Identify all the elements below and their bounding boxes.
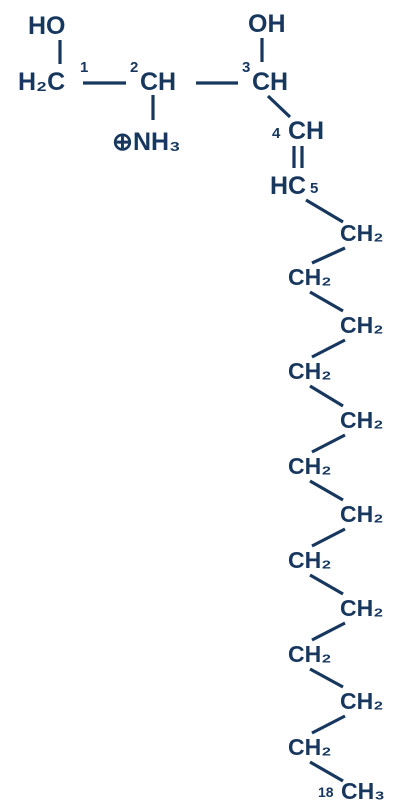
chain-ch2-label: CH₂ [288, 358, 331, 384]
chain-bond [309, 290, 344, 313]
chain-ch2-label: CH₂ [340, 688, 383, 714]
chain-ch2-label: CH₂ [288, 264, 331, 290]
bond-c3-c4 [266, 94, 292, 119]
chain-bond [311, 714, 346, 735]
chain-ch3-label: CH₃ [341, 778, 385, 804]
atom-ch-c4: CH [288, 117, 324, 145]
chain-bond [311, 621, 346, 642]
alkyl-chain: CH₂ CH₂ CH₂ CH₂ CH₂ CH₂ CH₂ CH₂ CH₂ CH₂ CH₂ CH₂ 18 CH… [288, 198, 385, 804]
locant-18: 18 [318, 784, 334, 800]
locant-3: 3 [242, 59, 250, 76]
atom-ch-c3: CH [252, 68, 288, 96]
atom-ch-c2: CH [140, 68, 176, 96]
chain-ch2-label: CH₂ [340, 595, 383, 621]
atom-h2c-c1: H₂C [18, 68, 65, 96]
chain-bond [309, 667, 344, 689]
chain-bond [311, 433, 346, 454]
chain-bond [311, 527, 346, 548]
chain-ch2-label: CH₂ [288, 453, 331, 479]
chain-ch2-label: CH₂ [340, 312, 383, 338]
chain-ch2-label: CH₂ [340, 407, 383, 433]
chain-bond [309, 573, 344, 596]
chain-ch2-label: CH₂ [288, 641, 331, 667]
chain-bond [311, 338, 346, 359]
chain-bond [311, 246, 346, 265]
chain-bond [305, 198, 344, 224]
atom-nh3: ⊕NH₃ [112, 128, 181, 156]
chain-bond [309, 760, 344, 783]
chain-ch2-label: CH₂ [288, 547, 331, 573]
chain-bond [309, 479, 344, 502]
chain-bond [309, 384, 344, 408]
atom-oh-c3: OH [248, 10, 286, 38]
locant-2: 2 [130, 59, 138, 76]
chain-ch2-label: CH₂ [288, 734, 331, 760]
chain-ch2-label: CH₂ [340, 501, 383, 527]
chain-ch2-label: CH₂ [340, 220, 383, 246]
atom-ho-c1: HO [28, 12, 66, 40]
locant-1: 1 [80, 59, 88, 76]
atom-hc-c5: HC [270, 172, 306, 200]
locant-4: 4 [272, 125, 281, 142]
locant-5: 5 [310, 180, 318, 197]
